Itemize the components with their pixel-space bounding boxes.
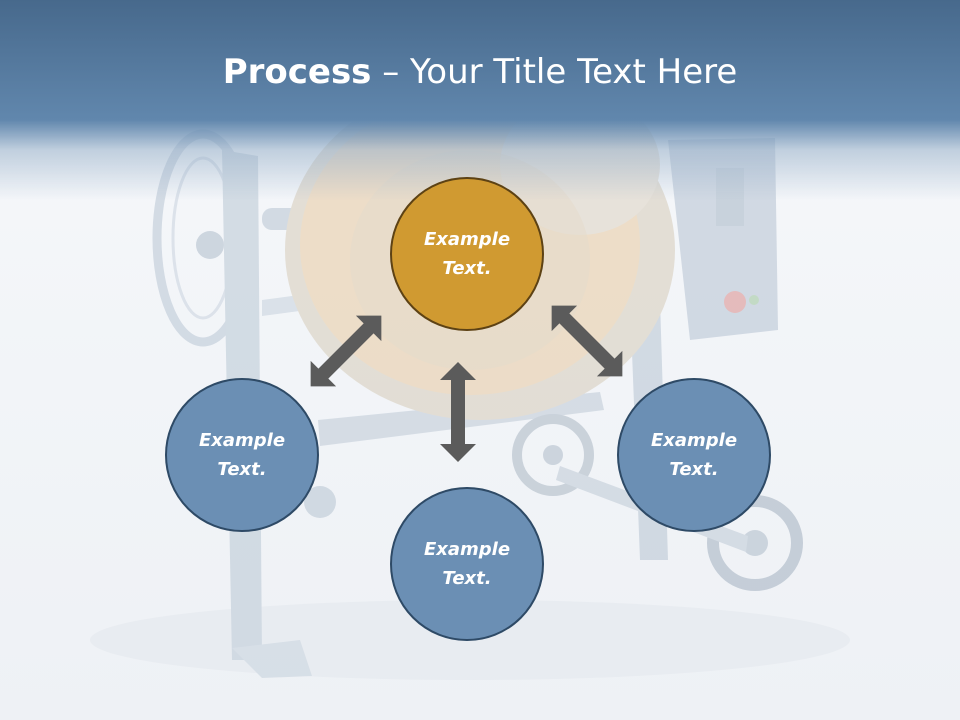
process-node-top: Example Text. [390,177,544,331]
double-arrow-right [551,305,623,377]
process-node-left-label: Example Text. [198,430,286,480]
double-arrow-left [310,315,382,387]
process-node-right-label: Example Text. [650,430,738,480]
process-node-top-label: Example Text. [423,229,511,279]
process-node-right: Example Text. [617,378,771,532]
title-banner [0,0,960,200]
slide-title-rest: – Your Title Text Here [371,52,738,92]
process-node-left: Example Text. [165,378,319,532]
process-node-bottom-label: Example Text. [423,539,511,589]
slide-title: Process – Your Title Text Here [0,52,960,92]
process-node-bottom: Example Text. [390,487,544,641]
double-arrow-down [440,362,476,462]
slide-title-bold: Process [222,52,372,92]
